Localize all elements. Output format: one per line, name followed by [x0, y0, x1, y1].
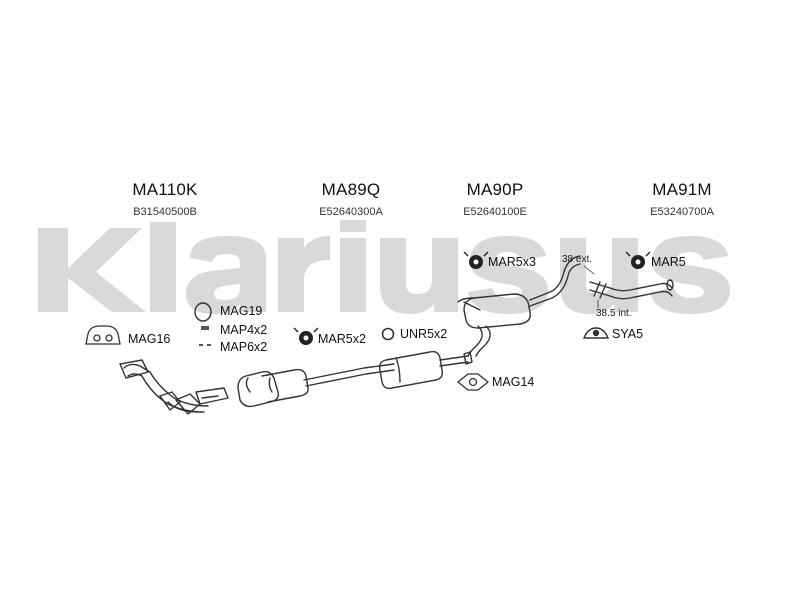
label-mag14: MAG14	[492, 375, 535, 389]
part-ref-4: E53240700A	[650, 206, 714, 218]
rear-silencer-drawing	[457, 255, 581, 357]
mar5x2-mount-icon	[293, 327, 319, 345]
part-code-4: MA91M	[652, 180, 712, 199]
unr5x2-ring-icon	[381, 327, 395, 341]
label-mag19: MAG19	[220, 304, 263, 318]
mag19-ring-icon	[194, 302, 212, 322]
tailpipe-drawing	[589, 279, 674, 300]
dimension-ext: 38 ext.	[562, 254, 593, 265]
label-unr5x2: UNR5x2	[400, 327, 448, 341]
sya5-bracket-icon	[582, 327, 610, 339]
mar5-mount-icon	[625, 251, 651, 269]
label-mar5x2: MAR5x2	[318, 332, 366, 346]
label-mar5: MAR5	[651, 255, 686, 269]
part-code-3: MA90P	[466, 180, 524, 199]
part-ref-1: B31540500B	[133, 206, 197, 218]
label-mag16: MAG16	[128, 332, 171, 346]
mag16-gasket-icon	[85, 325, 121, 345]
label-map6x2: MAP6x2	[220, 340, 268, 354]
part-ref-3: E52640100E	[463, 206, 527, 218]
part-ref-2: E52640300A	[319, 206, 383, 218]
mag14-gasket-icon	[456, 373, 490, 391]
map6x2-bolt-icon	[199, 344, 211, 346]
label-mar5x3: MAR5x3	[488, 255, 536, 269]
part-code-1: MA110K	[132, 180, 198, 199]
catalyst-drawing	[237, 363, 395, 408]
dimension-int: 38.5 int.	[596, 308, 632, 319]
center-silencer-drawing	[378, 350, 473, 390]
front-pipe-drawing	[119, 359, 229, 415]
mar5x3-mount-icon	[463, 251, 489, 269]
label-sya5: SYA5	[612, 327, 644, 341]
map4x2-clamp-icon	[201, 326, 209, 330]
part-code-2: MA89Q	[321, 180, 381, 199]
label-map4x2: MAP4x2	[220, 323, 268, 337]
